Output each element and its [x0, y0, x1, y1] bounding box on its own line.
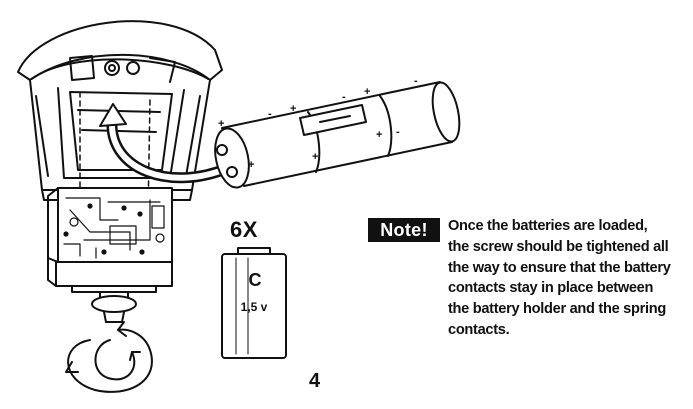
- note-line: the battery holder and the spring: [448, 301, 666, 318]
- note-line: the screw should be tightened all: [448, 238, 669, 255]
- polarity-mark-minus: -: [342, 91, 346, 103]
- polarity-mark-plus: +: [218, 118, 224, 130]
- battery-holder-icon: + - + - + - + + + -: [214, 75, 461, 189]
- rotate-screw-icon: [65, 321, 153, 393]
- polarity-mark-minus: -: [396, 126, 400, 138]
- note-text: Once the batteries are loaded, the screw…: [448, 216, 688, 341]
- battery-quantity: 6X: [230, 217, 258, 242]
- polarity-mark-minus: -: [268, 108, 272, 120]
- battery-type-letter: C: [248, 270, 262, 290]
- note-line: contacts.: [448, 321, 510, 338]
- insert-arrow-icon: [99, 103, 234, 184]
- polarity-mark-plus: +: [290, 103, 296, 115]
- c-battery-icon: [221, 247, 287, 359]
- page-number: 4: [309, 370, 321, 392]
- note-line: contacts stay in place between: [448, 280, 654, 297]
- battery-voltage: 1,5 v: [240, 300, 268, 314]
- polarity-mark-minus: -: [414, 75, 418, 87]
- polarity-mark-plus: +: [376, 129, 382, 141]
- device-illustration-icon: [17, 20, 223, 323]
- note-line: Once the batteries are loaded,: [448, 218, 648, 234]
- note-line: the way to ensure that the battery: [448, 259, 671, 276]
- note-badge: Note!: [368, 218, 440, 242]
- polarity-mark-plus: +: [312, 151, 318, 163]
- polarity-mark-plus: +: [364, 86, 370, 98]
- polarity-mark-plus: +: [248, 159, 254, 171]
